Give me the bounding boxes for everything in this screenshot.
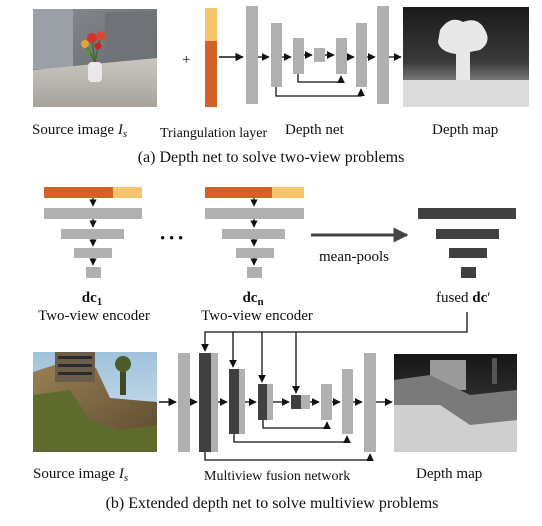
- source-label-bottom: Source image Is: [33, 466, 128, 484]
- fused-dc-label: fused dc′: [436, 290, 491, 306]
- caption-a: (a) Depth net to solve two-view problems: [138, 149, 405, 166]
- two-view-encoder-1: [44, 187, 142, 278]
- encoder-n-label: Two-view encoder: [201, 308, 313, 324]
- depth-map-label-bottom: Depth map: [416, 466, 482, 482]
- depth-map-top: [403, 7, 529, 107]
- depth-net-arrows: [258, 51, 402, 97]
- caption-b: (b) Extended depth net to solve multivie…: [106, 495, 439, 512]
- depth-map-label-top: Depth map: [432, 122, 498, 138]
- dcn-label: dcn: [242, 290, 263, 308]
- source-label-top: Source image Is: [32, 122, 127, 140]
- fused-encoder: [418, 208, 516, 278]
- fusion-label: Multiview fusion network: [204, 469, 350, 484]
- triangulation-label: Triangulation layer: [160, 126, 268, 141]
- mean-pools-label: mean-pools: [319, 249, 389, 265]
- source-image-bottom: [33, 352, 157, 452]
- plus-sign: +: [182, 52, 190, 68]
- triangulation-layer: [205, 8, 217, 107]
- dc1-label: dc1: [82, 290, 103, 308]
- encoder-1-label: Two-view encoder: [38, 308, 150, 324]
- ellipsis: • • •: [160, 231, 183, 247]
- fusion-arrows: [189, 398, 393, 462]
- depth-net: [246, 6, 389, 104]
- depth-map-bottom: [394, 354, 517, 452]
- two-view-encoder-n: [205, 187, 304, 278]
- multiview-fusion-network: [178, 353, 376, 452]
- depth-net-label: Depth net: [285, 122, 345, 138]
- encoder-feed-arrows: [201, 312, 468, 394]
- source-image-top: [33, 9, 157, 107]
